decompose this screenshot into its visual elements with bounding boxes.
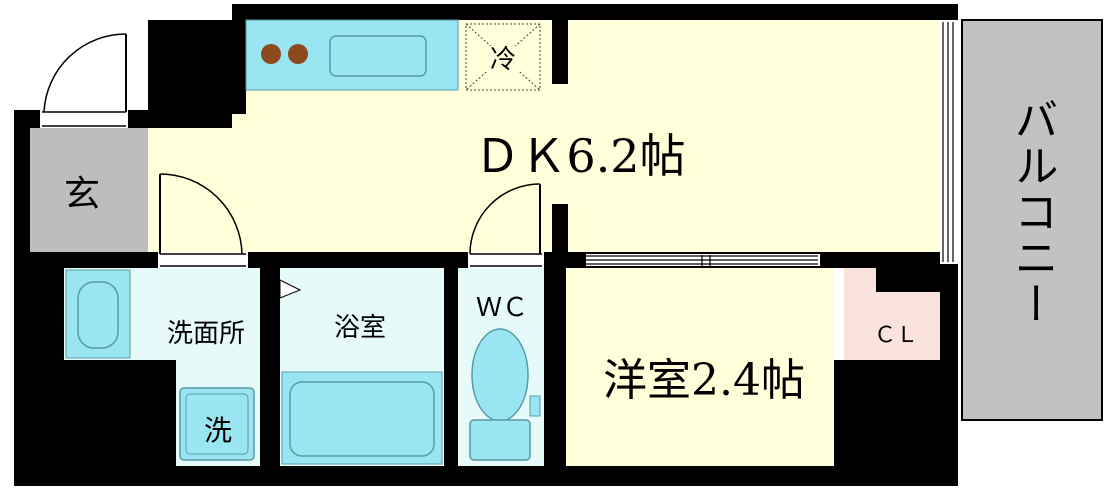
washroom-door	[158, 173, 248, 268]
bathtub-basin-icon	[289, 381, 435, 457]
wc-door	[468, 183, 544, 268]
paper-holder-icon	[529, 395, 541, 417]
washroom: 洗面所 洗	[64, 268, 260, 466]
toilet-tank-icon	[469, 419, 531, 461]
entrance: 玄	[30, 128, 148, 252]
bath-door-icon	[279, 279, 302, 299]
entry-door	[40, 33, 128, 128]
wc-label: ＷＣ	[476, 293, 528, 323]
bath-label: 浴室	[334, 313, 386, 343]
kitchen-counter	[245, 19, 459, 91]
washer-label: 洗	[204, 414, 232, 447]
toilet-bowl-icon	[471, 328, 529, 422]
wc-room: ＷＣ	[458, 268, 544, 466]
entrance-label: 玄	[64, 174, 100, 215]
closet-label: ＣＬ	[874, 323, 918, 348]
stove-burner-1-icon	[261, 44, 281, 64]
balcony-label: バルコニー	[1007, 97, 1058, 327]
western-room: 洋室2.4帖	[566, 268, 834, 466]
washroom-label: 洗面所	[167, 319, 245, 349]
closet: ＣＬ	[844, 268, 940, 360]
washbasin-icon	[77, 281, 119, 349]
washer-pan	[179, 387, 255, 461]
bathroom: 浴室	[279, 268, 444, 466]
fridge-space: 冷	[465, 23, 541, 91]
fridge-label: 冷	[490, 45, 516, 75]
sink-icon	[329, 35, 427, 77]
western-label: 洋室2.4帖	[603, 355, 805, 406]
sliding-door	[586, 254, 820, 266]
balcony-window	[940, 20, 958, 264]
dk-label: ＤＫ6.2帖	[474, 129, 685, 183]
balcony: バルコニー	[958, 4, 1108, 484]
stove-burner-2-icon	[288, 44, 308, 64]
